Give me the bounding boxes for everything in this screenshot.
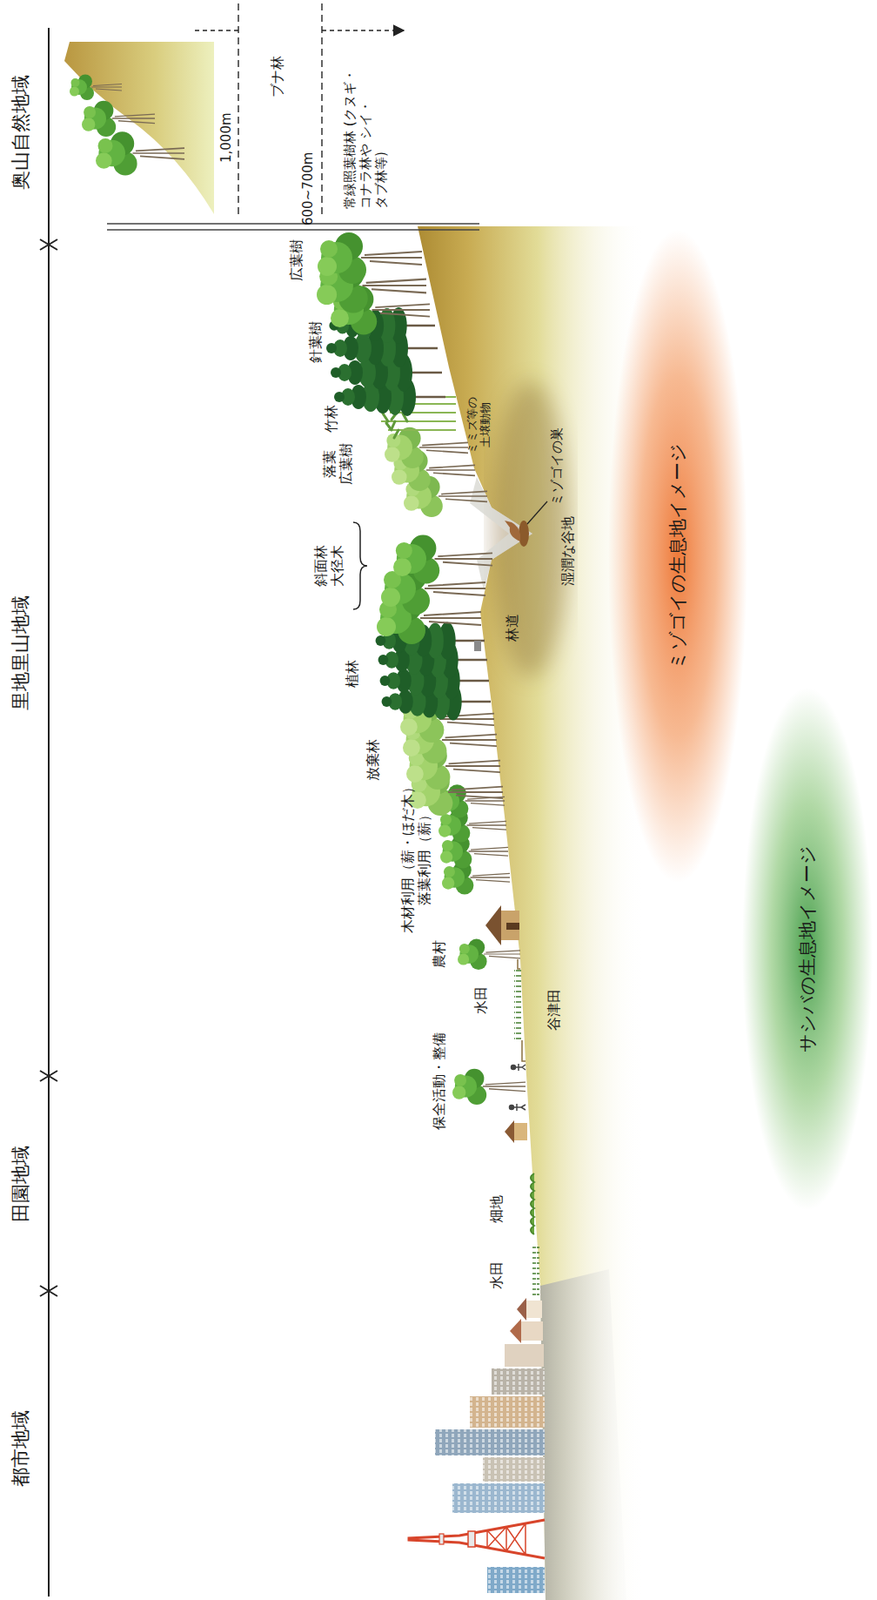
- leader-line: [527, 501, 548, 524]
- feature-label: 林道: [503, 613, 521, 642]
- habitat-ellipse: [608, 229, 748, 883]
- region-divider: [40, 239, 58, 1296]
- land-use-label: 木材利用（薪・ほだ木） 落葉利用（薪）: [399, 775, 433, 938]
- paddy-field: [532, 1244, 540, 1295]
- ravine-slope: [469, 476, 533, 590]
- region-label: 都市地域: [9, 1409, 33, 1487]
- land-use-label: 農村: [430, 939, 448, 968]
- land-use-label: 谷津田: [545, 988, 563, 1031]
- land-use-label: 水田: [488, 1260, 505, 1289]
- forest-label: 植林: [343, 659, 361, 688]
- land-use-label: 水田: [472, 985, 489, 1014]
- terrace-step: [517, 958, 526, 1061]
- elevation-label: 1,000m: [218, 112, 235, 163]
- zone-arrow: [194, 29, 404, 32]
- region-label: 田園地域: [9, 1144, 33, 1222]
- feature-label: ミミズ等の 土壌動物: [465, 393, 493, 457]
- mountain-trees: [69, 74, 185, 176]
- volunteer-people: [509, 1063, 527, 1111]
- feature-label: 湿潤な谷地: [559, 515, 576, 586]
- habitat-label: ミゾゴイの生息地イメージ: [665, 442, 690, 670]
- forest-label: 落葉 広葉樹: [321, 438, 355, 489]
- nest: [518, 520, 529, 547]
- wet-valley-soil: [491, 381, 570, 677]
- forest-label: 竹林: [322, 404, 340, 433]
- paddy-field: [514, 968, 522, 1040]
- vegetation-label: ブナ林: [268, 55, 286, 98]
- land-use-label: 保全活動・整備: [430, 1031, 448, 1130]
- callout-label: ミゾゴイの巣: [548, 427, 565, 506]
- mountain-slope: [64, 41, 215, 215]
- city-ground: [540, 1268, 627, 1600]
- region-axis: [47, 27, 50, 1596]
- ground: [417, 226, 644, 1600]
- habitat-label: サシバの生息地イメージ: [795, 844, 820, 1052]
- bird: [504, 520, 521, 542]
- habitat-ellipse: [742, 687, 873, 1210]
- forest-label: 斜面林 大径木: [312, 540, 346, 591]
- forest-label: 広葉樹: [287, 239, 305, 282]
- crop-field: [530, 1172, 535, 1234]
- forest-road-vehicle: [474, 640, 482, 651]
- land-use-label: 畑地: [488, 1194, 505, 1223]
- elevation-label: 600~700m: [300, 152, 316, 226]
- farm-house: [485, 904, 528, 1143]
- vegetation-label: 常緑照葉樹林 (クヌギ・コナラ林や シイ・タブ林等): [341, 67, 389, 209]
- tokyo-tower: [408, 1519, 545, 1558]
- habitat-area: サシバの生息地イメージ: [742, 687, 873, 1210]
- bracket: [353, 522, 368, 610]
- forest-label: 放棄林: [364, 738, 382, 781]
- region-label: 奥山自然地域: [9, 74, 33, 190]
- region-label: 里地里山地域: [9, 595, 33, 710]
- habitat-area: ミゾゴイの生息地イメージ: [608, 229, 748, 883]
- forest-label: 針葉樹: [307, 321, 324, 363]
- forest-trees: [316, 232, 526, 1105]
- inset-separator: [107, 223, 480, 230]
